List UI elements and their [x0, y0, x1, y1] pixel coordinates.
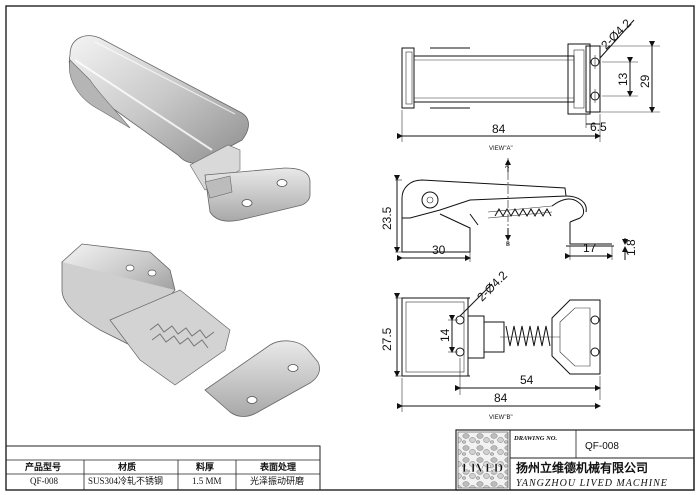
- dim-spacing-13: 13: [616, 72, 630, 86]
- dim-length-84-bottom: 84: [494, 391, 508, 405]
- spec-table: [5, 445, 321, 491]
- sheet-border: [5, 5, 695, 491]
- dim-height-23-5: 23.5: [380, 206, 394, 230]
- company-name-cn: 扬州立维德机械有限公司: [516, 460, 648, 475]
- drawing-no: QF-008: [585, 441, 619, 452]
- view-a-caption: VIEW"A": [489, 146, 513, 152]
- dim-spacing-14: 14: [438, 328, 452, 342]
- dim-len-30: 30: [432, 243, 446, 257]
- top-view-a: [397, 19, 660, 142]
- spec-value-model: QF-008: [30, 476, 59, 486]
- company-name-en: YANGZHOU LIVED MACHINE: [516, 478, 668, 489]
- latch-render-closed: [68, 35, 311, 222]
- view-b-caption: VIEW"B": [489, 415, 513, 421]
- arrow-label-a: A: [505, 164, 509, 170]
- arrow-label-b: B: [506, 242, 510, 248]
- dim-height-29: 29: [638, 74, 652, 88]
- bottom-view-b: [394, 283, 601, 412]
- dim-offset-6-5: 6.5: [590, 120, 607, 134]
- drawing-no-label: DRAWING NO.: [513, 435, 557, 442]
- dim-hole-top: 2-Ø4.2: [598, 16, 634, 52]
- dim-length-84-top: 84: [492, 122, 506, 136]
- spec-header-model: 产品型号: [25, 461, 61, 472]
- title-block: [455, 429, 695, 491]
- dim-len-17: 17: [583, 241, 597, 255]
- dim-len-54: 54: [520, 373, 534, 387]
- dim-thick-1-8: 1.8: [624, 239, 638, 256]
- side-view: [394, 158, 628, 262]
- spec-value-material: SUS304冷轧不锈钢: [88, 475, 163, 486]
- dim-height-27-5: 27.5: [380, 327, 394, 351]
- dim-hole-bottom: 2-Ø4.2: [474, 268, 510, 304]
- logo-text: LIVED: [462, 460, 503, 475]
- spec-header-material: 材质: [117, 461, 136, 472]
- spec-header-thickness: 料厚: [196, 461, 214, 472]
- company-logo: [457, 431, 509, 489]
- spec-header-finish: 表面处理: [259, 461, 296, 472]
- spec-value-thickness: 1.5 MM: [192, 476, 222, 486]
- spec-value-finish: 光泽振动研磨: [250, 475, 304, 486]
- latch-render-open: [61, 243, 320, 417]
